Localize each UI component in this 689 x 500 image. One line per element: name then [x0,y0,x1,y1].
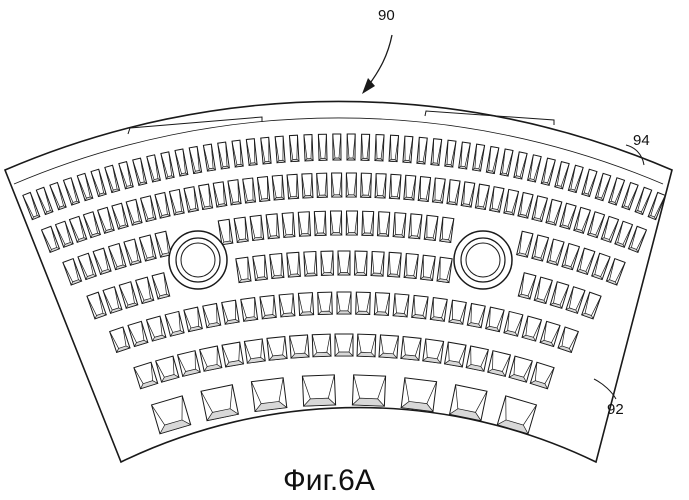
slot-cavity [272,175,284,200]
slot-cavity [389,135,398,161]
slot-cavity [314,211,326,235]
slot-cavity [253,255,268,280]
slot-cavity [304,135,313,161]
slot-cavity [201,385,238,421]
label-92: 92 [607,401,624,418]
slot-cavity [357,334,376,357]
slot-cavity [449,300,466,324]
slot-cavity [266,214,279,239]
slot-cavity [421,255,436,280]
slot-cavity [241,298,258,322]
slot-cavity [302,375,335,406]
slot-cavity [347,134,355,160]
slot-cavity [445,342,466,367]
slot-cavity [389,174,400,199]
slot-cavity [424,215,438,240]
slot-cavity [318,292,333,314]
slot-cavity [304,252,317,277]
slot-cavity [346,173,356,197]
slot-cavity [437,257,452,282]
slot-cavity [466,346,488,371]
slot-cavity [346,211,357,235]
slot-cavity [279,294,295,317]
slot-cavity [287,252,301,277]
slot-cavity [287,174,298,199]
slot-cavity [298,212,310,237]
mounting-hole-right [454,231,512,289]
slot-cavity [330,211,341,235]
slot-cavity [337,292,351,314]
slot-cavity [332,173,342,197]
slot-cavity [243,178,256,203]
slot-cavity [393,213,406,238]
slot-cavity [317,173,328,197]
slot-cavity [289,135,298,161]
slot-cavity [355,251,368,275]
slot-cavity [338,251,350,275]
slot-cavity [388,252,402,277]
slot-cavity [236,257,251,282]
slot-cavity [244,339,265,363]
label-90: 90 [378,7,395,24]
slot-cavity [261,137,271,164]
slot-cavity [270,254,284,279]
slot-cavity [412,295,428,318]
slot-cavity [267,337,287,361]
slot-cavity [423,339,444,363]
mounting-hole-left [169,231,227,289]
slot-cavity [257,177,269,202]
slot-cavity [251,378,286,412]
figure-caption: Фиг.6А [283,464,375,497]
slot-cavity [379,335,398,358]
slot-cavity [375,174,386,198]
slot-cavity [290,335,309,358]
slot-cavity [250,215,264,240]
slot-cavity [401,337,421,361]
slot-cavity [374,293,389,316]
slot-cavity [430,298,447,322]
slot-cavity [418,177,430,202]
slot-cavity [356,292,371,314]
slot-cavity [282,213,295,238]
label-94: 94 [633,132,650,149]
slot-cavity [302,174,313,198]
slot-cavity [404,175,416,200]
slot-cavity [401,378,436,412]
slot-cavity [409,214,422,239]
slot-cavity [375,135,384,161]
slot-cavity [450,385,487,421]
slot-cavity [321,251,334,275]
slot-cavity [222,342,243,367]
slot-cavity [377,212,389,237]
slot-cavity [275,136,285,163]
slot-cavity [335,334,353,356]
slot-cavity [433,178,446,203]
arrow-90 [362,35,392,94]
slot-cavity [352,375,385,406]
slot-cavity [417,137,427,164]
slot-cavity [222,300,239,324]
slot-cavity [361,134,370,160]
slot-cavity [333,134,341,160]
slot-cavity [404,254,418,279]
slot-cavity [312,334,331,357]
slot-cavity [393,294,409,317]
slot-cavity [298,293,313,316]
slot-cavity [318,134,327,160]
slot-cavity [371,252,384,277]
slot-cavity [361,173,372,197]
slot-cavity [403,136,413,163]
slot-cavity [200,346,222,371]
slot-cavity [362,211,374,235]
slot-cavity [260,295,276,318]
